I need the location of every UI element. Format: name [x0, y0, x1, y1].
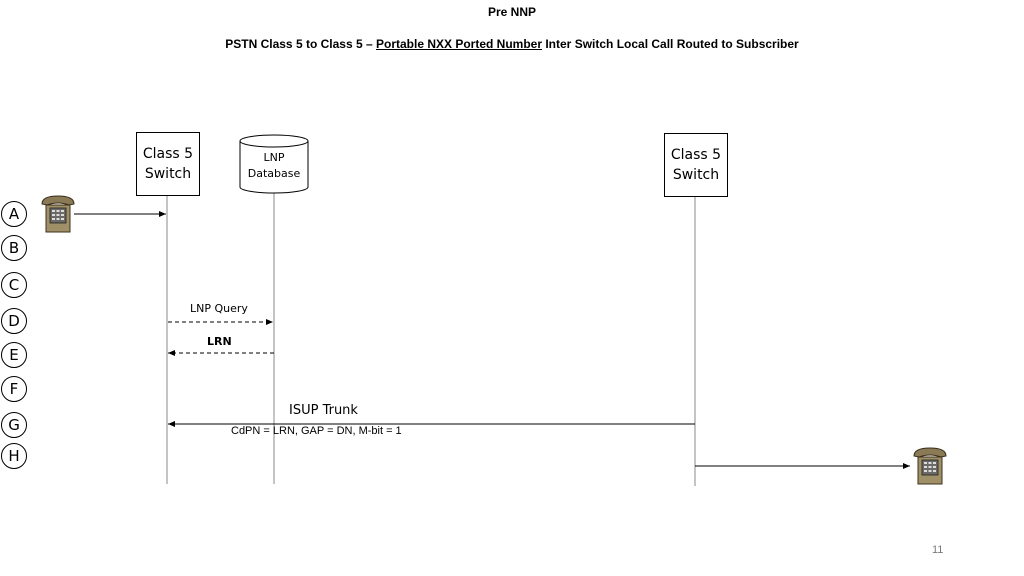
step-h: H [1, 443, 27, 469]
left-class5-switch: Class 5 Switch [136, 132, 200, 196]
right-class5-switch: Class 5 Switch [664, 133, 728, 197]
lrn-label: LRN [207, 335, 232, 348]
step-b: B [1, 235, 27, 261]
left-switch-line2: Switch [144, 166, 192, 182]
page-title: Pre NNP [487, 5, 537, 19]
step-f: F [1, 376, 27, 402]
diagram-subtitle: PSTN Class 5 to Class 5 – Portable NXX P… [0, 37, 1024, 51]
caller-telephone-icon [41, 195, 75, 233]
subtitle-prefix: PSTN Class 5 to Class 5 – [225, 37, 376, 51]
lnp-db-line1: LNP [263, 151, 285, 164]
right-switch-line2: Switch [672, 167, 720, 183]
isup-params-label: CdPN = LRN, GAP = DN, M-bit = 1 [231, 425, 402, 437]
step-g: G [1, 412, 27, 438]
subtitle-suffix: Inter Switch Local Call Routed to Subscr… [542, 37, 799, 51]
left-switch-line1: Class 5 [142, 146, 194, 162]
step-d: D [1, 308, 27, 334]
isup-trunk-label: ISUP Trunk [289, 403, 358, 418]
lnp-database-cylinder [239, 134, 309, 194]
subtitle-underlined: Portable NXX Ported Number [375, 37, 543, 51]
step-a: A [1, 201, 27, 227]
right-switch-line1: Class 5 [670, 147, 722, 163]
lnp-db-line2: Database [247, 167, 301, 180]
lnp-query-label: LNP Query [190, 302, 248, 315]
page-number: 11 [932, 544, 944, 556]
step-c: C [1, 272, 27, 298]
callee-telephone-icon [913, 447, 947, 485]
step-e: E [1, 342, 27, 368]
lnp-database-label: LNP Database [240, 150, 308, 182]
